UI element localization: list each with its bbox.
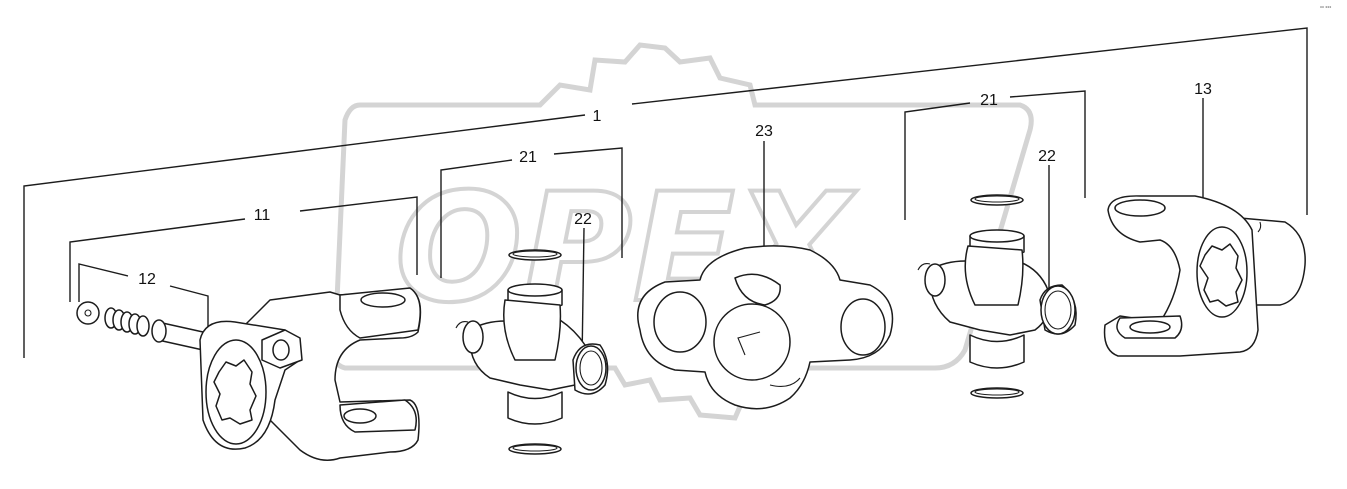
callout-23: 23 [755,123,773,140]
part-23-center-coupling [637,245,894,410]
callout-11: 11 [254,207,271,224]
bracket-21a-left [440,159,513,278]
callout-21-left: 21 [519,149,537,166]
part-12-pin-set [76,301,209,351]
bracket-11-left [69,218,246,302]
part-13-yoke [1103,195,1306,357]
bracket-21b-left [904,102,971,220]
callout-13: 13 [1194,81,1212,98]
part-21a-22a-cross-kit [455,249,609,455]
bracket-12-right [169,285,209,330]
callout-21-right: 21 [980,92,998,109]
part-21b-22b-cross-kit [917,194,1077,399]
callout-22-left: 22 [574,211,592,228]
callout-22-right: 22 [1038,148,1056,165]
bracket-1-left [23,114,586,358]
bracket-21b-right [1009,90,1086,198]
callout-numbers: 1 11 12 13 21 21 22 22 23 [138,81,1212,288]
bracket-12-left [78,263,129,302]
bracket-11-right [299,196,418,275]
bracket-21a-right [553,147,623,258]
part-11-yoke [199,287,422,461]
callout-12: 12 [138,271,156,288]
bracket-1-right [631,27,1308,215]
callout-1: 1 [593,108,602,125]
callout-lines [23,27,1308,363]
leader-22a [581,227,585,363]
drawing-code: °° °°° [1320,6,1331,12]
